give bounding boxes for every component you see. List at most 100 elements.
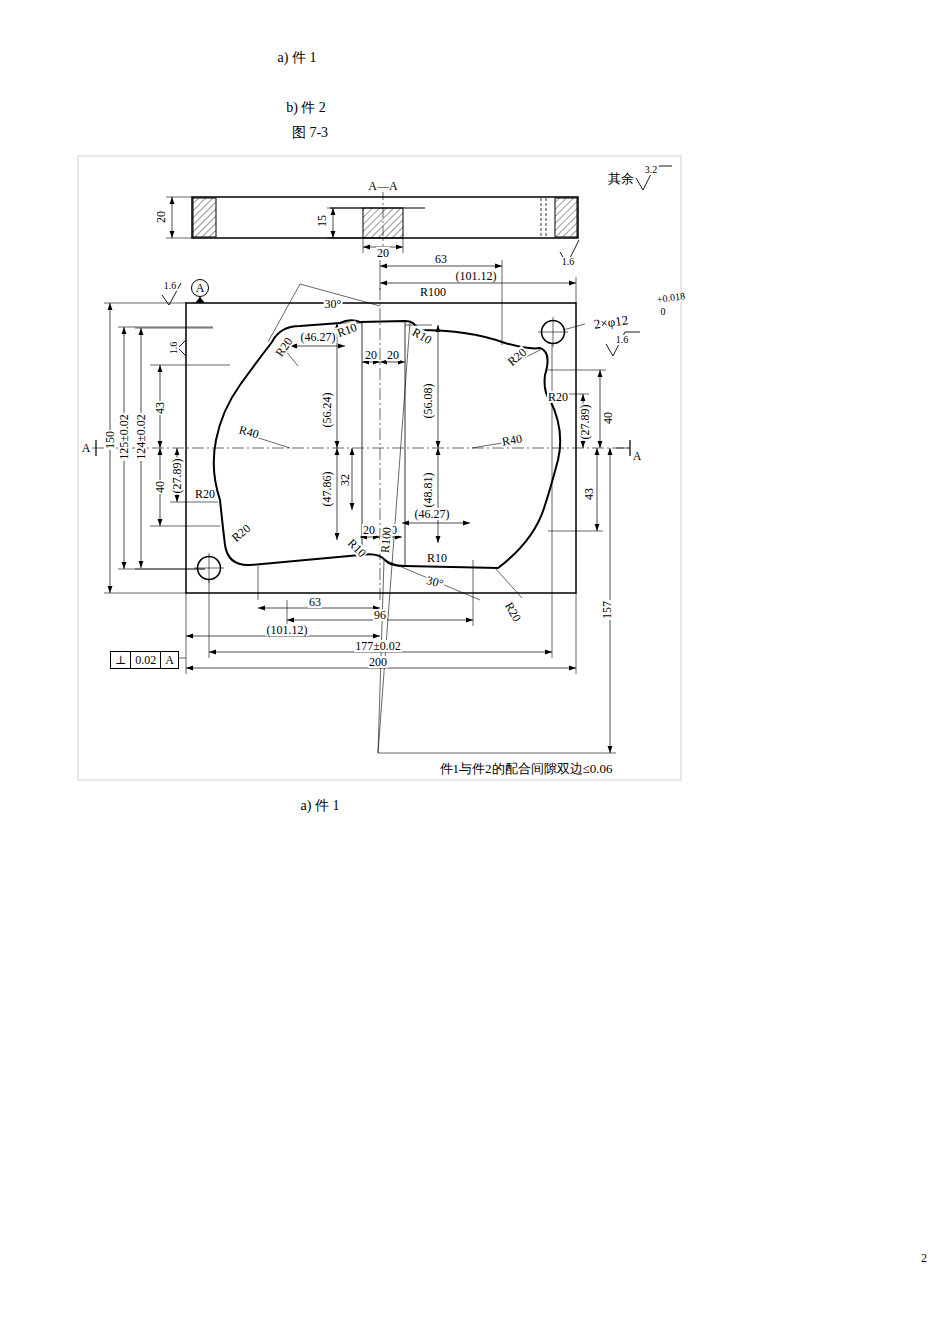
dimension-line <box>402 523 470 524</box>
datum-triangle <box>195 297 205 303</box>
label-text: 20 <box>362 524 376 536</box>
hole-center <box>194 317 568 583</box>
label-text: A <box>632 450 643 462</box>
label-text: 2 <box>920 1252 928 1264</box>
dimension-line <box>352 448 353 510</box>
label-text: R100 <box>419 286 447 298</box>
dimension-text: 20 <box>155 210 167 224</box>
dimension-text: 32 <box>339 473 351 487</box>
dimension-line <box>362 362 380 363</box>
label-text: R20 <box>547 391 569 403</box>
extension-lines <box>104 197 630 753</box>
label-text: a) 件 1 <box>300 799 341 813</box>
label-text: 30° <box>324 298 343 310</box>
dimension-text: 125±0.02 <box>118 413 130 461</box>
holes <box>194 317 568 583</box>
hole-line <box>541 198 546 237</box>
dimension-line <box>380 362 405 363</box>
hatch <box>193 198 216 237</box>
center-line <box>92 288 630 600</box>
label-text: (101.12) <box>455 270 498 282</box>
dimension-text: R40 <box>237 423 261 440</box>
label-text: 1.6 <box>561 257 576 267</box>
label-text: A <box>81 442 92 454</box>
dimension-text: 1.6 <box>169 341 179 356</box>
dimension-text: 30° <box>424 574 445 590</box>
dimension-line <box>290 346 345 347</box>
tolerance-frame: ⊥0.02A <box>110 651 179 669</box>
dimension-text: 43 <box>583 487 595 501</box>
dimension-text: (27.89) <box>579 404 591 441</box>
dimension-text: (56.24) <box>321 392 333 429</box>
surface-finish-symbols <box>162 166 672 356</box>
label-text: 96 <box>373 609 387 621</box>
image-frame <box>78 156 681 780</box>
dimension-text: 157 <box>601 600 613 620</box>
node-text: A <box>196 282 205 294</box>
label-text: (46.27) <box>414 508 451 520</box>
label-text: (46.27) <box>300 331 337 343</box>
dimension-line <box>360 537 380 538</box>
slot-line <box>362 321 405 566</box>
label-text: a) 件 1 <box>277 51 318 65</box>
label-text: 63 <box>308 596 322 608</box>
dimension-text: 15 <box>316 214 328 228</box>
dimension-line <box>380 283 576 284</box>
dimension-text: 150 <box>104 430 116 450</box>
dimension-text: (27.89) <box>171 458 183 495</box>
label-text: 177±0.02 <box>354 640 402 652</box>
dimension-text: R20 <box>273 335 295 360</box>
label-text: (101.12) <box>266 624 309 636</box>
dimension-text: R20 <box>505 345 530 368</box>
dimension-lines <box>110 197 610 753</box>
dimension-text: (47.86) <box>321 471 333 508</box>
label-text: 0 <box>660 307 667 317</box>
hatch <box>555 198 577 237</box>
datum-circle: A <box>191 279 209 297</box>
label-text: A—A <box>367 180 398 192</box>
label-text: 件1与件2的配合间隙双边≤0.06 <box>439 762 614 775</box>
section-outline <box>192 197 578 238</box>
dimension-line <box>337 323 338 448</box>
section-view <box>192 190 578 246</box>
dimension-text: 43 <box>154 401 166 415</box>
dimension-line <box>380 266 502 267</box>
dimension-line <box>438 448 439 543</box>
dimension-text: (56.08) <box>422 383 434 420</box>
leader-lines <box>168 284 585 753</box>
dimension-text: +0.018 <box>655 291 686 305</box>
dimension-text: 40 <box>154 480 166 494</box>
label-text: 1.6 <box>163 281 178 291</box>
label-text: 20 <box>386 349 400 361</box>
node-text: A <box>160 652 178 668</box>
dimension-line <box>337 448 338 540</box>
dimension-line <box>597 448 598 531</box>
label-text: 63 <box>434 253 448 265</box>
cavity-profile <box>214 320 560 568</box>
label-text: 200 <box>368 656 388 668</box>
label-text: R20 <box>194 488 216 500</box>
node-text: ⊥ <box>111 652 130 668</box>
label-text: b) 件 2 <box>285 101 327 115</box>
dimension-text: (48.81) <box>422 472 434 509</box>
center-line <box>383 190 384 246</box>
dimension-text: 2×φ12 <box>592 313 630 331</box>
dimension-line <box>438 325 439 448</box>
node-text: 0.02 <box>130 652 160 668</box>
label-text: 3.2 <box>644 165 659 175</box>
dimension-text: 40 <box>602 411 614 425</box>
dimension-text: R100 <box>379 526 393 555</box>
dimension-text: R20 <box>502 599 523 624</box>
label-text: 1.6 <box>615 335 630 345</box>
label-text: 20 <box>376 247 390 259</box>
dimension-text: R10 <box>409 325 434 346</box>
dimension-line <box>333 208 334 238</box>
symbol-lines <box>96 297 630 456</box>
label-text: R10 <box>426 552 448 564</box>
dimension-line <box>172 197 173 238</box>
dimension-text: R20 <box>229 521 254 544</box>
label-text: 其余 <box>607 172 635 185</box>
label-text: 20 <box>364 349 378 361</box>
